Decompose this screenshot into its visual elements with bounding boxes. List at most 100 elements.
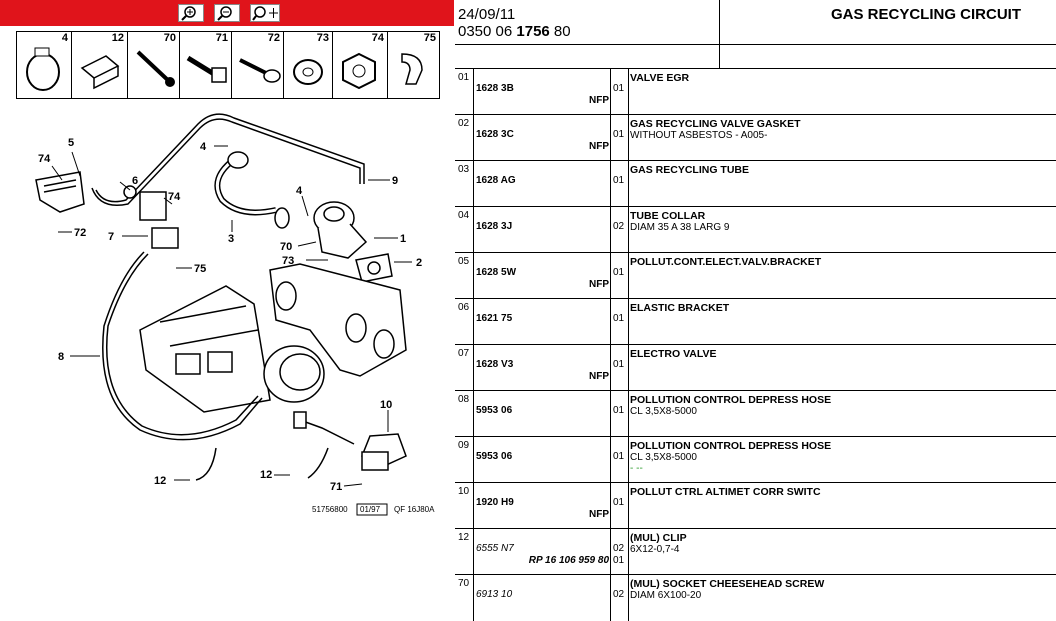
part-description: TUBE COLLAR (630, 210, 706, 222)
nfp-flag: NFP (589, 95, 609, 106)
part-spec: DIAM 6X100-20 (630, 590, 702, 601)
part-number[interactable]: 5953 06 (476, 405, 513, 416)
zoom-in-icon (181, 6, 196, 21)
part-number[interactable]: 1621 75 (476, 313, 513, 324)
thumb-bracket[interactable]: 12 (72, 32, 128, 98)
callout-label[interactable]: 4 (200, 141, 207, 153)
part-number[interactable]: 1628 5W (476, 267, 517, 278)
quantity: 02 (613, 589, 625, 600)
part-number[interactable]: 1628 3B (476, 83, 514, 94)
part-description: ELECTRO VALVE (630, 348, 717, 360)
callout-label[interactable]: 1 (400, 233, 406, 245)
part-description: POLLUT.CONT.ELECT.VALV.BRACKET (630, 256, 822, 268)
thumb-nut[interactable]: 74 (333, 32, 388, 98)
part-number[interactable]: 6913 10 (476, 589, 513, 600)
diagram-footer-code: QF 16J80A (394, 505, 435, 514)
print-date: 24/09/11 (458, 6, 516, 23)
quantity: 01 (613, 497, 625, 508)
thumb-washer[interactable]: 73 (284, 32, 333, 98)
callout-label[interactable]: 4 (296, 185, 303, 197)
part-index: 10 (458, 486, 470, 497)
quantity: 01 (613, 83, 625, 94)
screw-icon (136, 50, 175, 87)
thumb-screw-flange[interactable]: 72 (232, 32, 284, 98)
callout-label[interactable]: 7 (108, 231, 114, 243)
part-index: 02 (458, 118, 470, 129)
part-number[interactable]: 1628 AG (476, 175, 516, 186)
thumb-clip[interactable]: 4 (17, 32, 72, 98)
callout-label[interactable]: 6 (132, 175, 138, 187)
callout-label[interactable]: 8 (58, 351, 64, 363)
zoom-move-icon (252, 6, 278, 21)
nfp-flag: NFP (589, 279, 609, 290)
replacement-part[interactable]: RP 16 106 959 80 (528, 555, 609, 566)
part-number[interactable]: 1628 V3 (476, 359, 514, 370)
callout-label[interactable]: 10 (380, 399, 392, 411)
quantity: 01 (613, 451, 625, 462)
flange-screw-icon (239, 58, 281, 83)
part-number[interactable]: 1628 3J (476, 221, 513, 232)
part-description: POLLUT CTRL ALTIMET CORR SWITC (630, 486, 821, 498)
quantity-secondary: 01 (613, 555, 625, 566)
part-number[interactable]: 1920 H9 (476, 497, 514, 508)
quantity: 01 (613, 313, 625, 324)
quantity: 02 (613, 543, 625, 554)
callout-label[interactable]: 5 (68, 137, 74, 149)
zoom-pan-button[interactable] (250, 4, 280, 22)
diagram-footer-date: 01/97 (360, 505, 381, 514)
part-description: VALVE EGR (630, 72, 690, 84)
page-title: GAS RECYCLING CIRCUIT (831, 6, 1022, 23)
page-header: 24/09/11 0350 06 1756 80 GAS RECYCLING C… (455, 0, 1056, 45)
callout-label[interactable]: 75 (194, 263, 206, 275)
callout-label[interactable]: 12 (260, 469, 272, 481)
thumb-clamp[interactable]: 75 (388, 32, 439, 98)
part-index: 03 (458, 164, 470, 175)
part-number[interactable]: 6555 N7 (476, 543, 514, 554)
part-number[interactable]: 5953 06 (476, 451, 513, 462)
callout-label[interactable]: 12 (154, 475, 166, 487)
part-description: (MUL) CLIP (630, 532, 687, 544)
callout-label[interactable]: 3 (228, 233, 234, 245)
callout-label[interactable]: 71 (330, 481, 342, 493)
quantity: 01 (613, 175, 625, 186)
quantity: 01 (613, 359, 625, 370)
callout-label[interactable]: 74 (168, 191, 181, 203)
zoom-out-button[interactable] (214, 4, 240, 22)
quantity: 01 (613, 405, 625, 416)
clip-icon (80, 55, 120, 90)
part-number[interactable]: 1628 3C (476, 129, 514, 140)
thumb-bolt[interactable]: 71 (180, 32, 232, 98)
callout-label[interactable]: 9 (392, 175, 398, 187)
part-index: 05 (458, 256, 470, 267)
nfp-flag: NFP (589, 141, 609, 152)
callout-label[interactable]: 72 (74, 227, 86, 239)
callout-label[interactable]: 70 (280, 241, 292, 253)
diagram-panel: 4 12 70 71 72 73 74 75 (0, 0, 454, 613)
washer-icon (293, 59, 323, 85)
catalog-reference: 0350 06 1756 80 (458, 23, 571, 40)
part-description: GAS RECYCLING VALVE GASKET (630, 118, 801, 130)
part-spec: DIAM 35 A 38 LARG 9 (630, 222, 730, 233)
thumb-screw-long[interactable]: 70 (128, 32, 180, 98)
diagram-footer-ref: 51756800 (312, 505, 348, 514)
callout-label[interactable]: 2 (416, 257, 422, 269)
callout-label[interactable]: 74 (38, 153, 51, 165)
part-spec: CL 3,5X8-5000 (630, 452, 697, 463)
clamp-icon (401, 53, 423, 85)
zoom-in-button[interactable] (178, 4, 204, 22)
part-description: ELASTIC BRACKET (630, 302, 730, 314)
callout-label[interactable]: 73 (282, 255, 294, 267)
